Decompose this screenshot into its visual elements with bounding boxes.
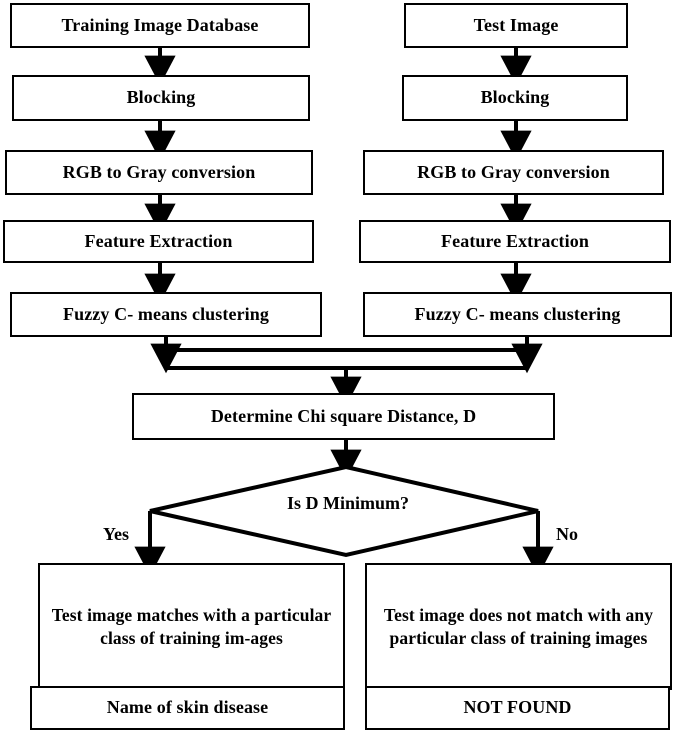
- node-train-fuzzy-cmeans[interactable]: Fuzzy C- means clustering: [10, 292, 322, 337]
- node-label: Fuzzy C- means clustering: [414, 303, 621, 324]
- node-label: Name of skin disease: [106, 697, 269, 718]
- node-label: NOT FOUND: [463, 697, 572, 718]
- node-test-image-matches[interactable]: Test image matches with a particular cla…: [38, 563, 345, 690]
- node-name-of-skin-disease[interactable]: Name of skin disease: [30, 686, 345, 730]
- node-label: Feature Extraction: [84, 230, 233, 251]
- node-label: Blocking: [126, 87, 196, 108]
- node-label: Test image matches with a particular cla…: [51, 604, 332, 648]
- node-test-fuzzy-cmeans[interactable]: Fuzzy C- means clustering: [363, 292, 672, 337]
- edge-label-yes: Yes: [103, 524, 129, 544]
- node-label: RGB to Gray conversion: [417, 161, 610, 182]
- node-training-image-database[interactable]: Training Image Database: [10, 3, 310, 48]
- node-train-blocking[interactable]: Blocking: [12, 75, 310, 121]
- decision-label: Is D Minimum?: [286, 493, 409, 513]
- node-test-blocking[interactable]: Blocking: [402, 75, 628, 121]
- node-test-rgb-to-gray[interactable]: RGB to Gray conversion: [363, 150, 664, 195]
- node-train-rgb-to-gray[interactable]: RGB to Gray conversion: [5, 150, 313, 195]
- node-determine-chi-square-distance[interactable]: Determine Chi square Distance, D: [132, 393, 555, 440]
- node-label: Determine Chi square Distance, D: [210, 405, 477, 426]
- edge-label-no: No: [556, 524, 578, 544]
- node-test-image-does-not-match[interactable]: Test image does not match with any parti…: [365, 563, 672, 690]
- node-label: Feature Extraction: [441, 230, 589, 251]
- node-label: Test image does not match with any parti…: [383, 604, 654, 648]
- node-label: RGB to Gray conversion: [62, 161, 256, 182]
- node-label: Blocking: [480, 87, 550, 108]
- node-not-found[interactable]: NOT FOUND: [365, 686, 670, 730]
- node-label: Test Image: [473, 14, 559, 35]
- node-label: Fuzzy C- means clustering: [63, 303, 269, 324]
- node-test-image[interactable]: Test Image: [404, 3, 628, 48]
- node-train-feature-extraction[interactable]: Feature Extraction: [3, 220, 314, 263]
- node-label: Training Image Database: [61, 14, 259, 35]
- node-test-feature-extraction[interactable]: Feature Extraction: [359, 220, 671, 263]
